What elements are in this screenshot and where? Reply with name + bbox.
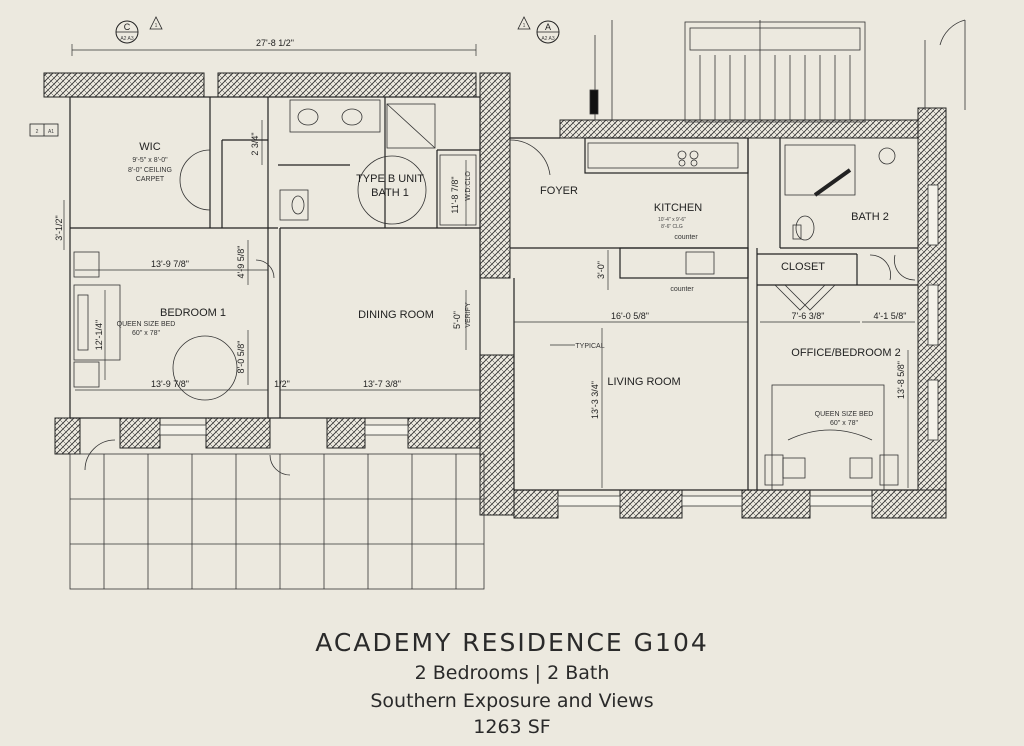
- fixtures: [73, 99, 899, 491]
- dim-bed1-height: 12'-1/4": [94, 320, 104, 350]
- room-label-living: LIVING ROOM: [607, 376, 680, 388]
- office-bed-size: QUEEN SIZE BED: [815, 411, 874, 418]
- stair: [589, 19, 966, 123]
- marker-c-letter: C: [124, 22, 131, 32]
- counter-label-lower: counter: [670, 286, 694, 293]
- room-label-bath1: BATH 1: [371, 187, 409, 199]
- floor-plan-drawing: C A2 A3 1 A A2 A3 1 2 A1 WIC 9'-5" x 8'-…: [29, 16, 966, 590]
- dim-hall-a: 4'-9 5/8": [236, 246, 246, 279]
- counter-label-upper: counter: [674, 234, 698, 241]
- room-label-wic: WIC: [139, 141, 160, 153]
- wic-floor: CARPET: [136, 176, 165, 183]
- plan-exposure: Southern Exposure and Views: [370, 690, 654, 712]
- kitchen-dimensions: 10'-4" x 9'-6": [658, 217, 686, 223]
- room-label-bath2: BATH 2: [851, 211, 889, 223]
- doors: [84, 139, 916, 476]
- marker-c-triangle: 1: [155, 23, 158, 29]
- wic-ceiling: 8'-0" CEILING: [128, 167, 172, 174]
- wic-dimensions: 9'-5" x 8'-0": [132, 157, 168, 164]
- dim-living-height: 13'-3 3/4": [590, 381, 600, 419]
- typical-note: TYPICAL: [575, 343, 604, 350]
- plan-square-footage: 1263 SF: [473, 716, 551, 738]
- room-label-bath1-type: TYPE B UNIT: [356, 173, 424, 185]
- marker-a-sheets: A2 A3: [541, 36, 555, 42]
- room-label-closet: CLOSET: [781, 261, 825, 273]
- side-marker: 2 A1: [29, 123, 59, 137]
- verify-note: VERIFY: [465, 302, 472, 328]
- exterior-walls: [43, 72, 947, 519]
- bedroom1-bed-size: QUEEN SIZE BED: [117, 321, 176, 328]
- dim-bed1-bottom: 13'-9 7/8": [151, 379, 189, 389]
- dim-dining-height: 5'-0": [452, 311, 462, 329]
- dim-dining-width: 13'-7 3/8": [363, 379, 401, 389]
- side-marker-number: 2: [36, 129, 39, 135]
- room-label-dining: DINING ROOM: [358, 309, 434, 321]
- dim-hall-b: 8'-0 5/8": [236, 341, 246, 374]
- kitchen-ceiling: 8'-6" CLG: [661, 224, 683, 230]
- dim-left-height: 3'-1/2": [54, 215, 64, 240]
- dimension-lines: [63, 44, 915, 488]
- side-marker-sheet: A1: [48, 129, 54, 135]
- windows: [159, 184, 939, 507]
- room-label-office: OFFICE/BEDROOM 2: [791, 347, 900, 359]
- interior-walls: [69, 96, 918, 491]
- plan-title: ACADEMY RESIDENCE G104: [315, 628, 709, 657]
- room-label-foyer: FOYER: [540, 185, 578, 197]
- patio-grid: [69, 453, 485, 590]
- room-label-kitchen: KITCHEN: [654, 202, 702, 214]
- dim-overall-top: 27'-8 1/2": [256, 38, 294, 48]
- dim-living-width: 16'-0 5/8": [611, 311, 649, 321]
- room-label-wdclo: W.D.CLO: [465, 171, 472, 201]
- plan-bed-bath: 2 Bedrooms | 2 Bath: [414, 662, 610, 684]
- marker-a-letter: A: [545, 22, 551, 32]
- marker-a-triangle: 1: [523, 23, 526, 29]
- office-bed-dims: 60" x 78": [830, 420, 858, 427]
- dim-bath1-height: 11'-8 7/8": [450, 176, 460, 213]
- dim-office-height: 13'-8 5/8": [896, 361, 906, 399]
- room-label-bedroom1: BEDROOM 1: [160, 307, 226, 319]
- dim-office-width: 7'-6 3/8": [792, 311, 825, 321]
- dim-wic-wall: 2 3/4": [250, 132, 260, 155]
- dim-counter-height: 3'-0": [596, 261, 606, 279]
- dim-bed1-top: 13'-9 7/8": [151, 259, 189, 269]
- dim-hall-gap: 1/2": [274, 379, 290, 389]
- dim-office-width-right: 4'-1 5/8": [874, 311, 907, 321]
- section-marker-c: C A2 A3 1: [115, 16, 163, 44]
- marker-c-sheets: A2 A3: [120, 36, 134, 42]
- section-marker-a: A A2 A3 1: [517, 16, 560, 44]
- bedroom1-bed-dims: 60" x 78": [132, 330, 160, 337]
